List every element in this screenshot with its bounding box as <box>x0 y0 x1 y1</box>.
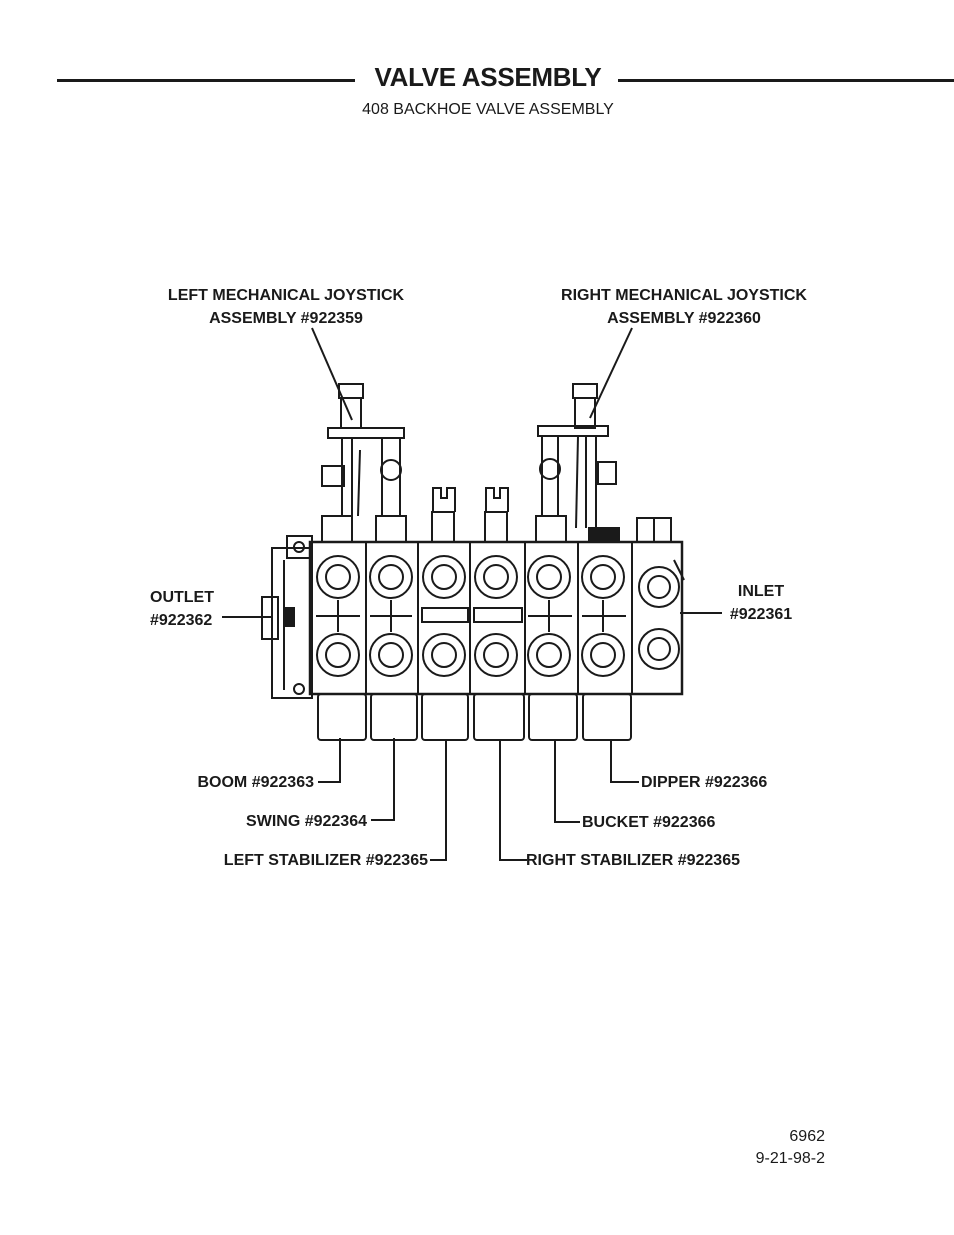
label-outlet-line2: #922362 <box>150 612 213 629</box>
label-bucket: BUCKET #922366 <box>582 814 716 831</box>
leader-dipper <box>610 740 639 783</box>
label-boom: BOOM #922363 <box>197 774 314 791</box>
label-swing: SWING #922364 <box>246 813 367 830</box>
leader-right-stabilizer <box>499 740 527 861</box>
inlet-section <box>631 517 685 694</box>
title-rule-left <box>57 79 355 82</box>
label-right-joystick-line2: ASSEMBLY #922360 <box>607 310 761 327</box>
section-left-stabilizer <box>421 487 471 741</box>
leader-boom <box>318 738 341 783</box>
section-boom <box>316 515 367 741</box>
leader-bucket <box>554 740 580 823</box>
label-left-joystick-line2: ASSEMBLY #922359 <box>209 310 363 327</box>
title-rule-right <box>618 79 954 82</box>
leader-left-joystick <box>311 327 353 421</box>
leader-left-stabilizer <box>430 740 447 861</box>
drawing-date: 9-21-98-2 <box>755 1150 825 1167</box>
leader-right-joystick <box>589 327 633 419</box>
section-swing <box>369 515 419 741</box>
leader-swing <box>371 738 395 821</box>
label-left-joystick-line1: LEFT MECHANICAL JOYSTICK <box>167 287 405 304</box>
label-left-stabilizer: LEFT STABILIZER #922365 <box>223 852 428 869</box>
label-inlet: INLET #922361 <box>718 580 804 626</box>
section-dipper <box>581 527 632 741</box>
right-joystick-assembly <box>537 383 617 529</box>
outlet-cover <box>261 535 313 699</box>
section-bucket <box>527 515 579 741</box>
label-right-joystick: RIGHT MECHANICAL JOYSTICK ASSEMBLY #9223… <box>538 284 830 330</box>
left-joystick-assembly <box>321 383 405 517</box>
section-right-stabilizer <box>473 487 526 741</box>
label-right-joystick-line1: RIGHT MECHANICAL JOYSTICK <box>561 287 807 304</box>
label-inlet-line1: INLET <box>737 583 785 600</box>
drawing-code: 6962 9-21-98-2 <box>700 1126 825 1170</box>
label-inlet-line2: #922361 <box>729 606 793 623</box>
label-dipper: DIPPER #922366 <box>641 774 768 791</box>
page-subtitle: 408 BACKHOE VALVE ASSEMBLY <box>362 101 614 118</box>
label-left-joystick: LEFT MECHANICAL JOYSTICK ASSEMBLY #92235… <box>146 284 426 330</box>
page-title: VALVE ASSEMBLY <box>0 62 954 93</box>
label-outlet-line1: OUTLET <box>150 589 214 606</box>
label-outlet: OUTLET #922362 <box>150 586 214 632</box>
label-right-stabilizer: RIGHT STABILIZER #922365 <box>526 852 740 869</box>
drawing-number: 6962 <box>789 1128 825 1145</box>
